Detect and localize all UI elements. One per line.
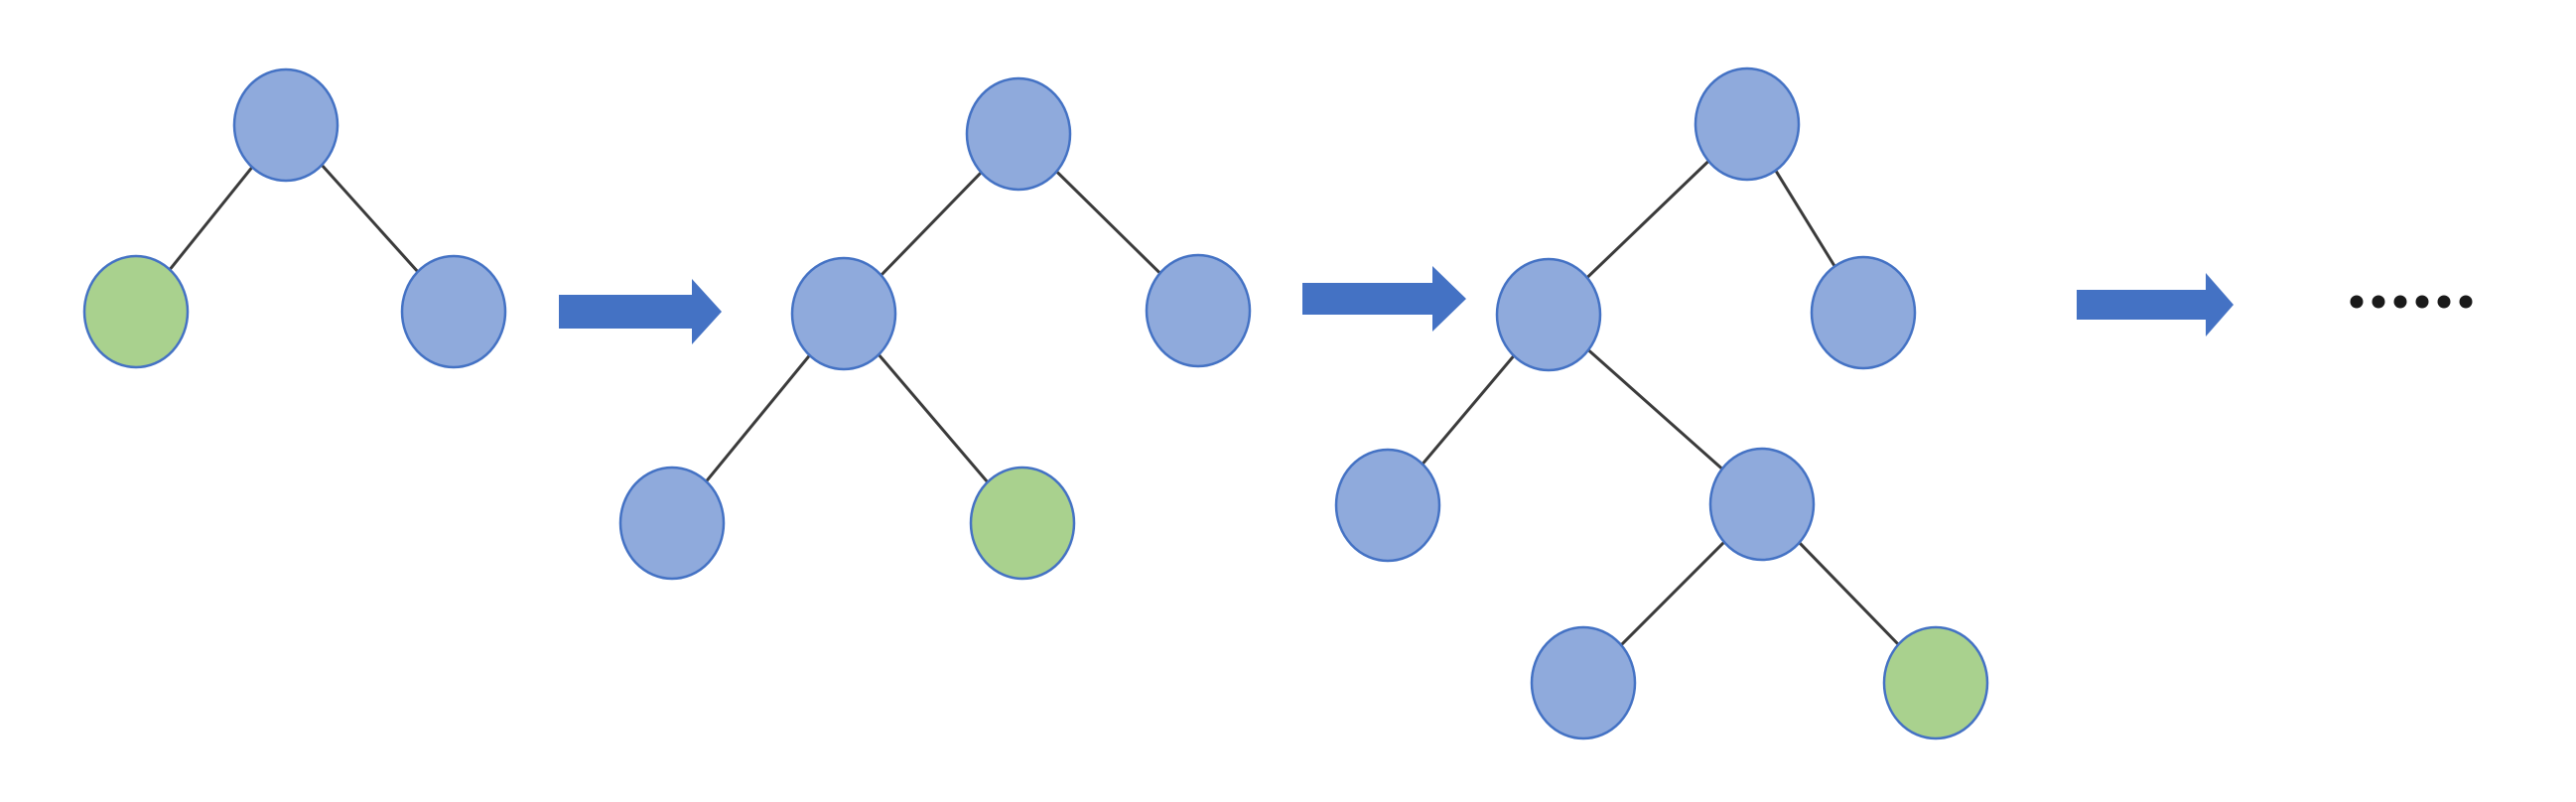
tree-1-node-right: [400, 254, 507, 369]
tree-2-node-root: [965, 76, 1072, 192]
tree-2-node-right: [1145, 253, 1252, 368]
tree-3-node-root: [1694, 67, 1801, 182]
ellipsis-dot-1: [2350, 295, 2364, 309]
tree-1-node-left-highlighted: [82, 254, 190, 369]
tree-3-node-left: [1495, 257, 1602, 372]
tree-2-node-left-right-highlighted: [969, 466, 1076, 581]
ellipsis-dot-2: [2372, 295, 2385, 309]
tree-1-node-root: [232, 67, 339, 183]
tree-3-node-left-right-right-highlighted: [1882, 625, 1989, 740]
tree-3-node-left-right: [1708, 447, 1816, 562]
tree-3-node-left-left: [1334, 448, 1441, 563]
tree-2-node-left-left: [618, 466, 726, 581]
ellipsis-dot-4: [2415, 295, 2429, 309]
arrow-2-right-arrow-icon: [1302, 266, 1466, 332]
tree-3-node-right: [1810, 255, 1917, 370]
tree-2-node-left: [790, 256, 897, 371]
ellipsis-dot-6: [2459, 295, 2473, 309]
ellipsis-dot-5: [2437, 295, 2451, 309]
ellipsis-dot-3: [2393, 295, 2407, 309]
arrow-1-right-arrow-icon: [559, 279, 722, 344]
arrow-3-right-arrow-icon: [2077, 273, 2234, 336]
tree-3-node-left-right-left: [1530, 625, 1637, 740]
